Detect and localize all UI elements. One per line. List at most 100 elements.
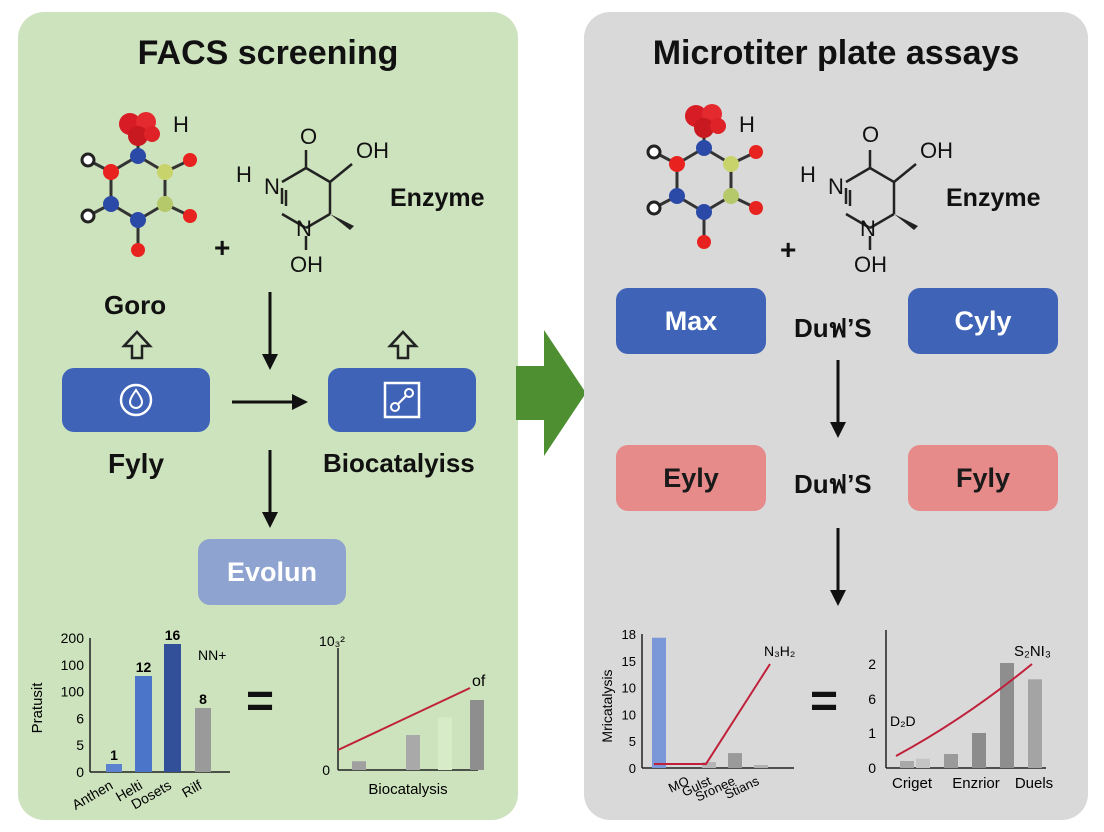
y-axis-label: Mricatalysis [599, 669, 615, 742]
y-tick-label: 2 [868, 656, 876, 672]
annotation: NN+ [198, 647, 226, 663]
x-axis-label: Biocatalysis [368, 781, 447, 798]
fyly-box: Fyly [908, 445, 1058, 511]
bar [702, 762, 716, 768]
oh-atom-label-3: OH [920, 138, 953, 163]
n-atom-label: N [264, 174, 280, 199]
enzyme-label: Enzyme [390, 184, 485, 212]
trend-line [654, 663, 771, 765]
goro-label: Goro [104, 290, 167, 320]
y-tick-label: 0 [868, 760, 876, 776]
pyrimidine-structure-icon-2 [844, 150, 918, 250]
facs-title: FACS screening [137, 34, 399, 72]
bar [944, 754, 958, 768]
bar [900, 761, 914, 768]
bar [916, 758, 930, 768]
trend-line [895, 663, 1033, 757]
molecule-ring-icon [80, 112, 197, 257]
max-box: Max [616, 288, 766, 354]
annotation: of [472, 673, 486, 690]
y-tick-label: 10₃² [319, 633, 345, 649]
microtiter-panel: Microtiter plate assays H + [584, 12, 1088, 820]
down-arrow-icon-4 [830, 528, 846, 606]
x-tick-label: Enzrior [952, 775, 1000, 792]
network-box [328, 368, 476, 432]
molecule-ring-icon-2 [646, 104, 763, 249]
eyly-box: Eyly [616, 445, 766, 511]
facs-panel: FACS screening H + O [18, 12, 518, 820]
y-tick-label: 0 [322, 762, 330, 778]
y-tick-label: 100 [61, 684, 85, 700]
n-atom-label-2: N [296, 216, 312, 241]
annotation: D₂D [890, 713, 916, 729]
right-arrow-icon [232, 394, 308, 410]
y-tick-label: 15 [622, 654, 636, 669]
bar [728, 753, 742, 768]
y-tick-label: 10 [622, 681, 636, 696]
droplet-icon [119, 383, 153, 417]
y-axis-label: Pratusit [29, 682, 46, 734]
y-tick-label: 100 [61, 657, 85, 673]
bar [1028, 679, 1042, 768]
annotation: S₂NI₃ [1014, 643, 1051, 660]
data-label: 1 [110, 747, 118, 763]
y-tick-label: 0 [76, 764, 84, 780]
evolution-box: Evolun [198, 539, 346, 605]
up-arrow-outline-icon-2 [387, 330, 419, 360]
h-atom-label-3: H [739, 112, 755, 137]
cyly-box: Cyly [908, 288, 1058, 354]
y-tick-label: 200 [61, 630, 85, 646]
bar [754, 765, 768, 768]
enzyme-label-2: Enzyme [946, 184, 1041, 212]
y-tick-label: 5 [629, 734, 636, 749]
h-atom-label-4: H [800, 162, 816, 187]
fyly-label: Fyly [108, 448, 165, 479]
y-tick-label: 6 [868, 691, 876, 707]
h-atom-label: H [173, 112, 189, 137]
h-atom-label-2: H [236, 162, 252, 187]
data-label: 16 [165, 627, 181, 643]
x-tick-label: Rilf [179, 777, 205, 801]
network-icon [383, 381, 421, 419]
o-atom-label-2: O [862, 122, 880, 147]
biocatalysis-label: Biocatalyiss [323, 448, 475, 478]
bar [164, 644, 181, 772]
bar [106, 764, 122, 772]
droplet-box [62, 368, 210, 432]
bar [1000, 663, 1014, 768]
bar-chart-3: 0510101518MricatalysisN₃H₂MOGulstSroneeS… [599, 627, 795, 804]
y-tick-label: 1 [868, 725, 876, 741]
pyrimidine-structure-icon [280, 150, 354, 250]
big-right-arrow-icon [516, 330, 586, 456]
down-arrow-icon-3 [830, 360, 846, 438]
x-tick-label: Duels [1015, 775, 1053, 792]
y-tick-label: 10 [622, 707, 636, 722]
bar [352, 761, 366, 770]
data-label: 8 [199, 691, 207, 707]
y-tick-label: 0 [629, 761, 636, 776]
data-label: 12 [136, 659, 152, 675]
oh-atom-label: OH [356, 138, 389, 163]
y-tick-label: 6 [76, 710, 84, 726]
annotation: N₃H₂ [764, 643, 795, 659]
down-arrow-icon [262, 292, 278, 370]
bar-chart-1: 056100100200Pratusit112168AnthenHeltiDos… [29, 627, 230, 813]
oh-atom-label-4: OH [854, 252, 887, 277]
trend-line [337, 687, 471, 751]
y-tick-label: 18 [622, 627, 636, 642]
equals-sign: = [246, 675, 275, 728]
bar [195, 708, 211, 772]
row1-middle-label: Duฟ’S [794, 313, 872, 343]
bar [972, 733, 986, 768]
o-atom-label: O [300, 124, 318, 149]
plus-sign-2: + [780, 234, 797, 265]
microtiter-title: Microtiter plate assays [652, 34, 1020, 72]
row2-middle-label: Duฟ’S [794, 469, 872, 499]
up-arrow-outline-icon [121, 330, 153, 360]
equals-sign-2: = [810, 675, 839, 728]
n-atom-label-3: N [828, 174, 844, 199]
n-atom-label-4: N [860, 216, 876, 241]
x-tick-label: Anthen [69, 777, 115, 813]
